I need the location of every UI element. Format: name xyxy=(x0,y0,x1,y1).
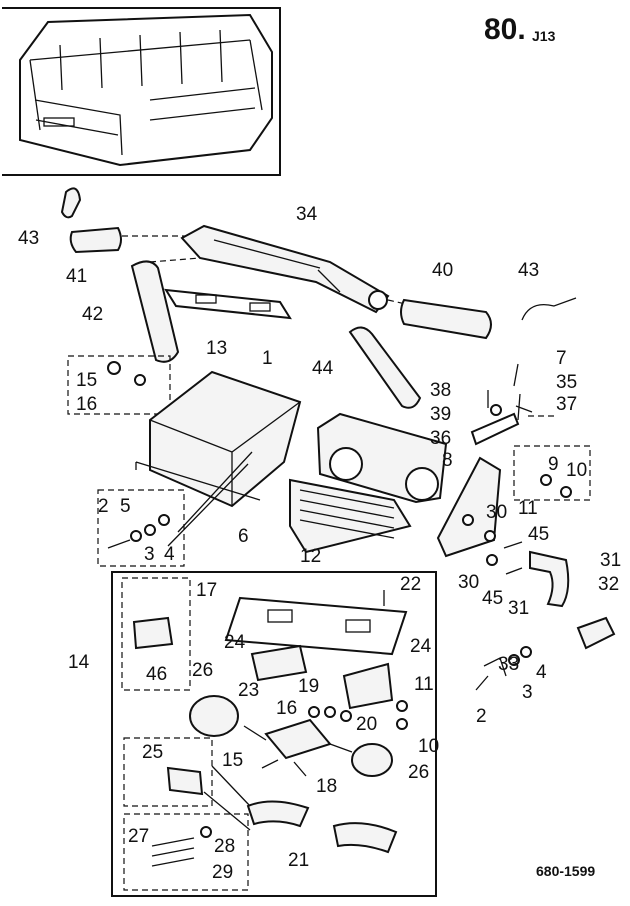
label-43-left: 43 xyxy=(18,228,39,249)
label-37: 37 xyxy=(556,394,577,415)
label-10-right: 10 xyxy=(566,460,587,481)
part-21-half-right xyxy=(332,822,398,854)
label-3-right: 3 xyxy=(522,682,533,703)
label-38: 38 xyxy=(430,380,451,401)
label-14: 14 xyxy=(68,652,90,673)
label-36: 36 xyxy=(430,428,451,449)
label-46: 46 xyxy=(146,664,167,685)
label-7: 7 xyxy=(556,348,567,369)
label-13: 13 xyxy=(206,338,227,359)
label-30-bottom: 30 xyxy=(458,572,479,593)
label-1: 1 xyxy=(262,348,273,369)
label-45-top: 45 xyxy=(528,524,549,545)
label-11-right: 11 xyxy=(518,498,538,519)
label-41: 41 xyxy=(66,266,87,287)
label-30-top: 30 xyxy=(486,502,507,523)
part-1-heater-housing xyxy=(149,370,302,508)
part-17-plate xyxy=(224,596,408,656)
label-26-left: 26 xyxy=(192,660,213,681)
label-18: 18 xyxy=(316,776,337,797)
part-32-part xyxy=(576,616,616,650)
label-22: 22 xyxy=(400,574,421,595)
label-2-right: 2 xyxy=(476,706,487,727)
label-6: 6 xyxy=(238,526,249,547)
group-14-frame xyxy=(111,571,437,897)
label-26-right: 26 xyxy=(408,762,429,783)
part-44-pipe xyxy=(348,326,422,409)
label-16-bottom: 16 xyxy=(276,698,297,719)
label-31-bottom: 31 xyxy=(508,598,529,619)
part-43-right-hose xyxy=(521,297,577,321)
label-12: 12 xyxy=(300,546,321,567)
part-41-hose xyxy=(69,226,122,254)
label-20: 20 xyxy=(356,714,377,735)
part-40-insulation xyxy=(400,298,492,340)
label-16-top: 16 xyxy=(76,394,97,415)
label-31-right: 31 xyxy=(600,550,621,571)
label-4-right: 4 xyxy=(536,662,547,683)
label-2-left: 2 xyxy=(98,496,109,517)
page-suffix: J13 xyxy=(532,28,556,44)
label-44: 44 xyxy=(312,358,334,379)
label-21: 21 xyxy=(288,850,309,871)
label-8: 8 xyxy=(442,450,453,471)
label-32: 32 xyxy=(598,574,619,595)
label-43-right: 43 xyxy=(518,260,539,281)
label-10-bottom: 10 xyxy=(418,736,439,757)
drawing-code: 680-1599 xyxy=(536,863,595,879)
label-11-bottom: 11 xyxy=(414,674,434,695)
label-24-right: 24 xyxy=(410,636,432,657)
label-27: 27 xyxy=(128,826,149,847)
part-21-half-left xyxy=(246,800,310,828)
part-12-heat-exchanger xyxy=(289,478,412,554)
part-26-fan-left xyxy=(189,695,239,737)
label-29: 29 xyxy=(212,862,233,883)
part-24-cover-left xyxy=(250,644,308,682)
cab-inset xyxy=(2,7,281,176)
label-5: 5 xyxy=(120,496,131,517)
part-43-hose xyxy=(60,187,82,219)
label-34: 34 xyxy=(296,204,318,225)
part-24-cover-right xyxy=(342,662,394,710)
label-15-bottom: 15 xyxy=(222,750,243,771)
page-number: 80. xyxy=(484,13,526,46)
label-45-bottom: 45 xyxy=(482,588,503,609)
label-25: 25 xyxy=(142,742,163,763)
label-3-left: 3 xyxy=(144,544,155,565)
label-4-left: 4 xyxy=(164,544,175,565)
part-36-lever xyxy=(470,412,520,446)
label-42: 42 xyxy=(82,304,103,325)
label-9: 9 xyxy=(548,454,559,475)
label-24-left: 24 xyxy=(224,632,246,653)
part-25-part xyxy=(166,766,204,796)
label-15-top: 15 xyxy=(76,370,97,391)
part-31-pipe xyxy=(529,550,570,608)
label-39: 39 xyxy=(430,404,451,425)
part-26-fan-right xyxy=(351,743,393,777)
part-46-part xyxy=(132,616,174,650)
label-23: 23 xyxy=(238,680,259,701)
label-33: 33 xyxy=(498,654,519,675)
label-35: 35 xyxy=(556,372,577,393)
label-28: 28 xyxy=(214,836,235,857)
part-8-bracket xyxy=(436,456,502,558)
part-42-pipe xyxy=(130,260,180,363)
label-19: 19 xyxy=(298,676,319,697)
label-40: 40 xyxy=(432,260,453,281)
label-17: 17 xyxy=(196,580,217,601)
